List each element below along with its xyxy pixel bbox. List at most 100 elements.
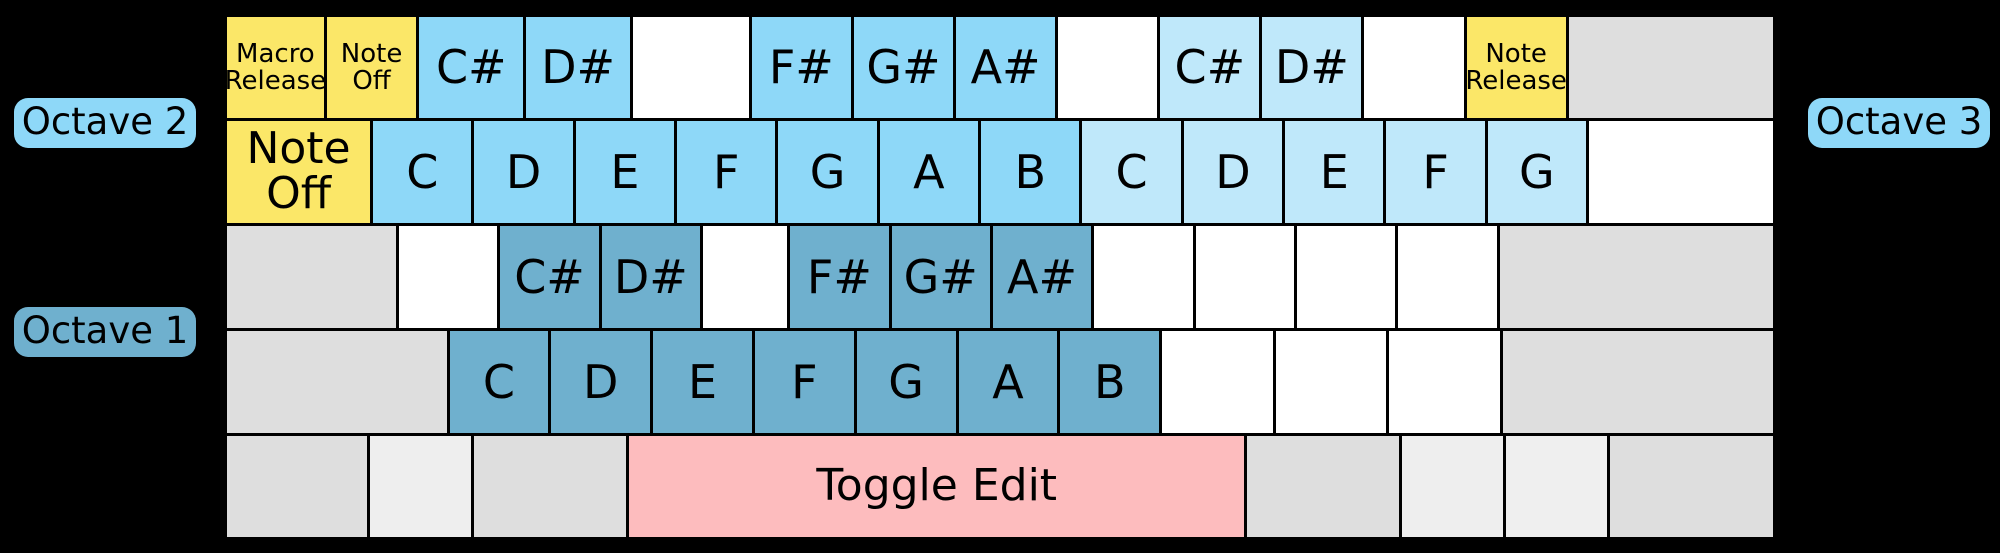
key-octave-1-sharps-c-sharp-2[interactable]: C# <box>500 226 602 331</box>
key-label: D <box>1215 144 1251 199</box>
key-bottom-controls-blank-7 <box>1609 436 1773 537</box>
key-octave-2-sharps-macro-release-0[interactable]: Macro Release <box>227 17 327 121</box>
key-octave-1-naturals-blank-10 <box>1389 331 1504 436</box>
key-label: C# <box>435 40 507 95</box>
key-octave-2-naturals-g-5[interactable]: G <box>778 121 880 226</box>
key-label: A# <box>970 40 1041 95</box>
key-octave-2-sharps-blank-4 <box>633 17 752 121</box>
key-label: D# <box>1274 40 1349 95</box>
key-label: F# <box>806 249 872 304</box>
key-octave-1-naturals-blank-9 <box>1275 331 1390 436</box>
key-octave-1-naturals-b-7[interactable]: B <box>1060 331 1163 436</box>
key-bottom-controls-toggle-edit-3[interactable]: Toggle Edit <box>629 436 1248 537</box>
octave-1-label: Octave 1 <box>14 307 196 357</box>
key-label: F <box>791 354 818 409</box>
key-label: Toggle Edit <box>816 460 1058 512</box>
key-label: Macro Release <box>227 38 327 96</box>
key-octave-2-naturals-note-off-0[interactable]: Note Off <box>227 121 374 226</box>
key-octave-1-sharps-blank-10 <box>1296 226 1399 331</box>
key-label: G <box>809 144 846 199</box>
key-octave-2-sharps-f-sharp-5[interactable]: F# <box>751 17 854 121</box>
key-label: D# <box>541 40 616 95</box>
key-label: C# <box>1174 40 1246 95</box>
key-label: C <box>1115 144 1148 199</box>
key-octave-2-naturals-e-3[interactable]: E <box>575 121 678 226</box>
key-label: G# <box>903 249 978 304</box>
key-label: F# <box>768 40 834 95</box>
key-label: D# <box>613 249 688 304</box>
key-octave-2-sharps-note-off-1[interactable]: Note Off <box>326 17 420 121</box>
key-octave-2-naturals-f-4[interactable]: F <box>677 121 779 226</box>
key-bottom-controls-blank-5 <box>1402 436 1506 537</box>
key-octave-1-sharps-a-sharp-7[interactable]: A# <box>992 226 1095 331</box>
key-octave-1-sharps-blank-4 <box>703 226 791 331</box>
key-label: Note Off <box>246 123 351 219</box>
key-label: Note Off <box>340 38 403 96</box>
key-label: B <box>1093 354 1126 409</box>
key-octave-1-sharps-g-sharp-6[interactable]: G# <box>891 226 993 331</box>
key-octave-2-naturals-c-8[interactable]: C <box>1082 121 1184 226</box>
key-label: E <box>610 144 640 199</box>
key-label: A# <box>1007 249 1078 304</box>
key-octave-1-naturals-a-6[interactable]: A <box>958 331 1061 436</box>
key-octave-2-naturals-b-7[interactable]: B <box>981 121 1083 226</box>
key-octave-2-naturals-e-10[interactable]: E <box>1285 121 1387 226</box>
key-label: D <box>583 354 619 409</box>
key-label: B <box>1014 144 1047 199</box>
key-label: D <box>505 144 542 199</box>
key-octave-1-naturals-g-5[interactable]: G <box>856 331 959 436</box>
key-octave-2-naturals-d-9[interactable]: D <box>1183 121 1286 226</box>
key-bottom-controls-blank-2 <box>474 436 630 537</box>
key-octave-1-naturals-e-3[interactable]: E <box>653 331 755 436</box>
key-octave-2-sharps-blank-13 <box>1568 17 1773 121</box>
key-octave-2-sharps-c-sharp-2[interactable]: C# <box>419 17 527 121</box>
key-octave-2-naturals-c-1[interactable]: C <box>373 121 475 226</box>
key-label: F <box>713 144 740 199</box>
key-octave-2-sharps-blank-8 <box>1058 17 1161 121</box>
key-octave-2-sharps-a-sharp-7[interactable]: A# <box>956 17 1059 121</box>
key-octave-1-naturals-blank-0 <box>227 331 450 436</box>
key-octave-2-sharps-c-sharp-9[interactable]: C# <box>1160 17 1263 121</box>
octave-2-label: Octave 2 <box>14 98 196 148</box>
key-octave-1-sharps-blank-9 <box>1195 226 1297 331</box>
key-label: C <box>482 354 515 409</box>
key-octave-1-naturals-blank-8 <box>1162 331 1276 436</box>
key-octave-2-sharps-g-sharp-6[interactable]: G# <box>853 17 957 121</box>
key-octave-1-naturals-f-4[interactable]: F <box>754 331 857 436</box>
key-bottom-controls-blank-1 <box>370 436 475 537</box>
key-octave-2-sharps-note-release-12[interactable]: Note Release <box>1466 17 1569 121</box>
key-octave-2-sharps-blank-11 <box>1364 17 1467 121</box>
key-octave-1-sharps-blank-1 <box>399 226 501 331</box>
key-octave-2-sharps-d-sharp-10[interactable]: D# <box>1262 17 1365 121</box>
octave-3-label: Octave 3 <box>1808 98 1990 148</box>
key-label: G <box>888 354 924 409</box>
key-octave-2-naturals-d-2[interactable]: D <box>474 121 576 226</box>
key-octave-1-naturals-d-2[interactable]: D <box>551 331 654 436</box>
key-octave-2-sharps-d-sharp-3[interactable]: D# <box>526 17 634 121</box>
key-row-bottom-controls: Toggle Edit <box>227 436 1773 537</box>
key-bottom-controls-blank-6 <box>1506 436 1610 537</box>
key-bottom-controls-blank-0 <box>227 436 371 537</box>
key-label: A <box>992 354 1024 409</box>
key-label: G# <box>866 40 941 95</box>
key-label: F <box>1422 144 1449 199</box>
key-label: E <box>688 354 718 409</box>
key-octave-2-naturals-a-6[interactable]: A <box>879 121 982 226</box>
key-row-octave-1-sharps: C# D# F# G# A# <box>227 226 1773 331</box>
key-octave-1-sharps-f-sharp-5[interactable]: F# <box>790 226 892 331</box>
key-label: A <box>913 144 945 199</box>
key-octave-2-naturals-f-11[interactable]: F <box>1386 121 1488 226</box>
key-label: C# <box>514 249 585 304</box>
key-octave-1-sharps-blank-0 <box>227 226 400 331</box>
key-octave-1-sharps-blank-12 <box>1499 226 1773 331</box>
key-bottom-controls-blank-4 <box>1247 436 1403 537</box>
key-octave-1-naturals-blank-11 <box>1503 331 1773 436</box>
key-octave-1-naturals-c-1[interactable]: C <box>449 331 552 436</box>
key-octave-2-naturals-g-12[interactable]: G <box>1487 121 1590 226</box>
key-label: Note Release <box>1466 38 1567 96</box>
key-octave-1-sharps-d-sharp-3[interactable]: D# <box>601 226 704 331</box>
